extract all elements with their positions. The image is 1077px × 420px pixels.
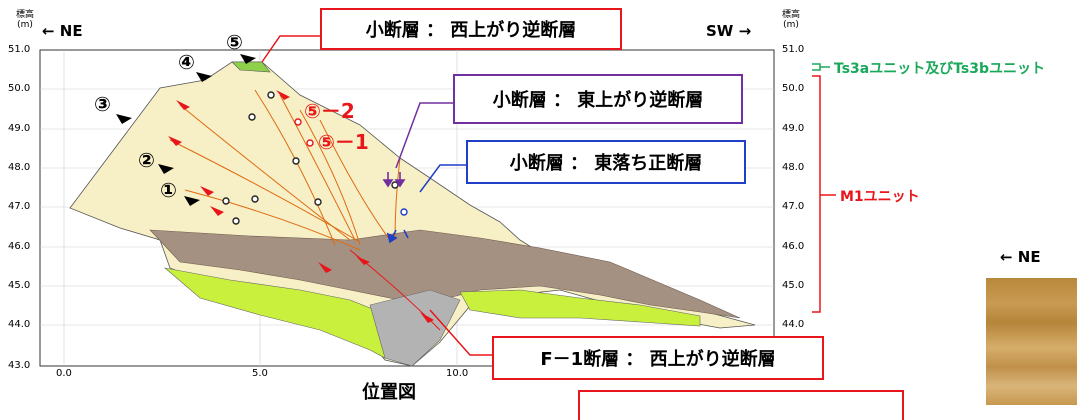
- purple-arrows: [382, 172, 406, 188]
- photo-direction-label: ← NE: [1000, 248, 1041, 266]
- map-caption: 位置図: [362, 382, 416, 403]
- gravel-layer: [149, 229, 741, 319]
- left-direction-label: ← NE: [42, 22, 83, 40]
- leader-east-reverse: [395, 102, 453, 169]
- marker-arrows: [116, 54, 256, 206]
- slip-arrows: [168, 90, 434, 323]
- left-y-tick: 47.0: [8, 201, 31, 212]
- right-direction-label: SW →: [706, 22, 752, 40]
- left-y-tick: 43.0: [8, 360, 31, 371]
- marker-2: ②: [138, 148, 155, 172]
- x-tick-10: 10.0: [446, 368, 469, 379]
- right-y-tick: 47.0: [782, 201, 805, 212]
- callout-east-reverse: 小断層 ： 東上がり逆断層: [453, 74, 743, 124]
- sample-5-1-point: [306, 139, 314, 147]
- sample-5-1-label: ⑤－1: [318, 130, 369, 154]
- right-y-tick: 46.0: [782, 241, 805, 252]
- marker-5: ⑤: [226, 30, 243, 54]
- left-axis-title: 標高(m): [16, 10, 35, 30]
- outcrop-photo: [986, 278, 1077, 405]
- right-y-tick: 45.0: [782, 280, 805, 291]
- sample-5-2-point: [294, 118, 302, 126]
- marker-4: ④: [178, 50, 195, 74]
- m1-bracket: [812, 75, 821, 313]
- left-y-tick: 50.0: [8, 83, 31, 94]
- left-y-tick: 45.0: [8, 280, 31, 291]
- right-y-tick: 44.0: [782, 319, 805, 330]
- x-tick-5: 5.0: [252, 368, 268, 379]
- left-y-tick: 48.0: [8, 162, 31, 173]
- x-tick-0: 0.0: [56, 368, 72, 379]
- right-y-tick: 48.0: [782, 162, 805, 173]
- callout-bottom: [578, 390, 904, 420]
- left-y-tick: 46.0: [8, 241, 31, 252]
- blue-arrows: [386, 229, 409, 244]
- callout-f1: F－1断層 ： 西上がり逆断層: [492, 336, 824, 380]
- ts3-unit-label: Ts3aユニット及びTs3bユニット: [834, 61, 1045, 77]
- sample-5-2-label: ⑤－2: [304, 99, 355, 123]
- ts3-bracket: [812, 63, 821, 71]
- leader-east-normal: [419, 164, 466, 193]
- callout-west-reverse: 小断層 ： 西上がり逆断層: [320, 8, 622, 50]
- callout-east-normal: 小断層 ： 東落ち正断層: [466, 140, 746, 184]
- right-y-tick: 50.0: [782, 83, 805, 94]
- left-y-tick: 49.0: [8, 123, 31, 134]
- ts3-cap: [231, 61, 271, 73]
- right-y-tick: 51.0: [782, 44, 805, 55]
- left-y-tick: 44.0: [8, 319, 31, 330]
- sample-east-normal-point: [400, 208, 408, 216]
- right-axis-title: 標高(m): [782, 10, 801, 30]
- basal-layer-right: [459, 289, 701, 327]
- left-y-tick: 51.0: [8, 44, 31, 55]
- marker-3: ③: [94, 92, 111, 116]
- f1-fault-zone: [369, 289, 461, 367]
- marker-1: ①: [160, 178, 177, 202]
- leader-f1: [429, 309, 492, 356]
- right-y-tick: 49.0: [782, 123, 805, 134]
- leader-west-reverse: [261, 35, 320, 63]
- m1-unit-label: M1ユニット: [840, 189, 920, 205]
- sample-points: [222, 91, 399, 225]
